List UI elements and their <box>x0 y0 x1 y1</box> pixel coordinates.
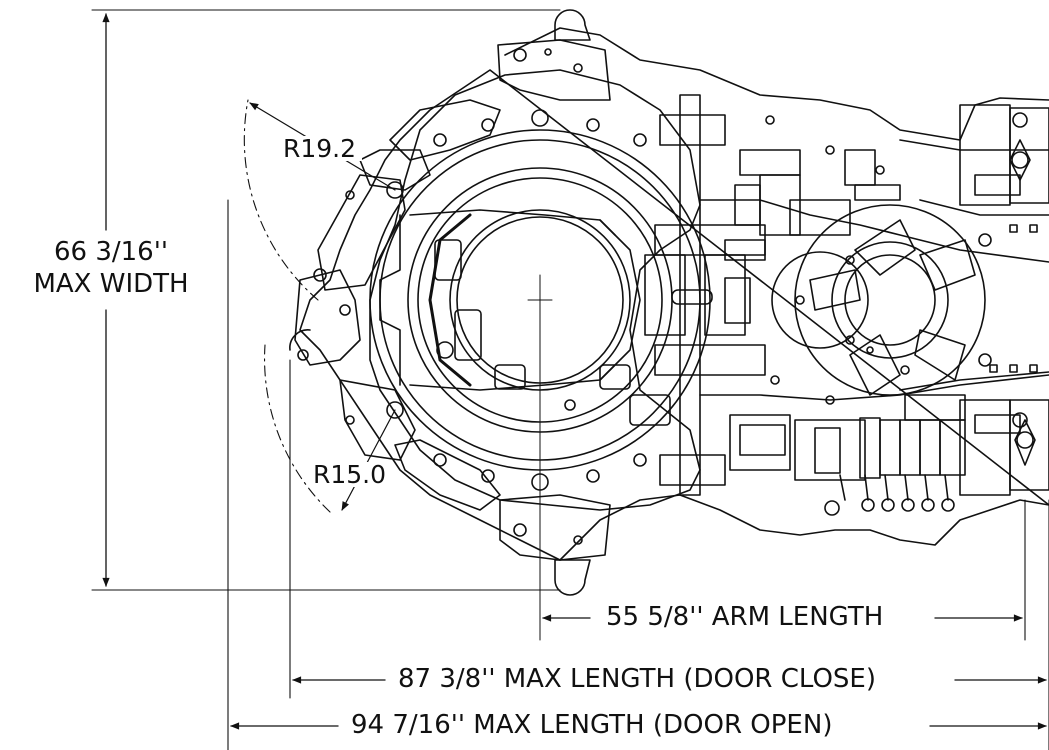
max-length-door-open-label: 94 7/16'' MAX LENGTH (DOOR OPEN) <box>345 712 839 738</box>
max-width-label: 66 3/16'' MAX WIDTH <box>0 236 222 300</box>
right-mount-brackets <box>959 104 1049 496</box>
radius-leaders <box>249 102 396 511</box>
gear-motor <box>771 204 986 396</box>
tool-arm <box>644 94 766 496</box>
center-mark <box>527 274 553 641</box>
max-width-caption: MAX WIDTH <box>33 269 189 300</box>
radius-lower-label: R15.0 <box>307 462 393 487</box>
hydraulic-valve-bank <box>729 394 966 516</box>
max-width-value: 66 3/16'' <box>53 237 169 267</box>
max-length-door-close-label: 87 3/8'' MAX LENGTH (DOOR CLOSE) <box>392 666 883 692</box>
radius-arcs <box>243 99 331 513</box>
bolt-holes <box>297 48 992 545</box>
arm-length-label: 55 5/8'' ARM LENGTH <box>600 604 890 630</box>
extension-lines <box>91 9 1049 750</box>
radius-upper-label: R19.2 <box>277 136 363 161</box>
